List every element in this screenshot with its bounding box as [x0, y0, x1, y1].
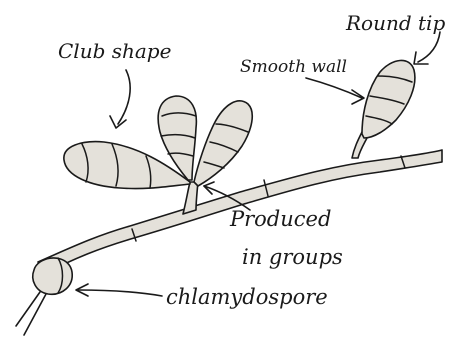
- chlamydospore-body: [33, 258, 72, 294]
- label-club-shape: Club shape: [58, 39, 171, 63]
- smooth-wall-arrow: [306, 78, 362, 98]
- chlamydospore-arrow: [78, 290, 162, 296]
- conidiophore-stalk: [183, 182, 198, 214]
- label-smooth-wall: Smooth wall: [240, 57, 347, 77]
- macroconidium-solitary: [352, 60, 415, 158]
- chlamydospore: [33, 258, 72, 294]
- label-produced: Produced: [229, 207, 331, 231]
- macroconidium-right-body: [194, 101, 252, 186]
- label-chlamydospore: chlamydospore: [166, 285, 328, 309]
- macroconidium-right: [194, 101, 252, 186]
- conidiophore: [183, 182, 198, 214]
- club-shape-arrow: [118, 70, 130, 124]
- label-in-groups: in groups: [242, 245, 343, 269]
- round-tip-arrow: [418, 32, 440, 62]
- label-round-tip: Round tip: [345, 11, 445, 35]
- hypha-tail: [16, 292, 40, 326]
- club-shape-arrowhead: [110, 116, 126, 128]
